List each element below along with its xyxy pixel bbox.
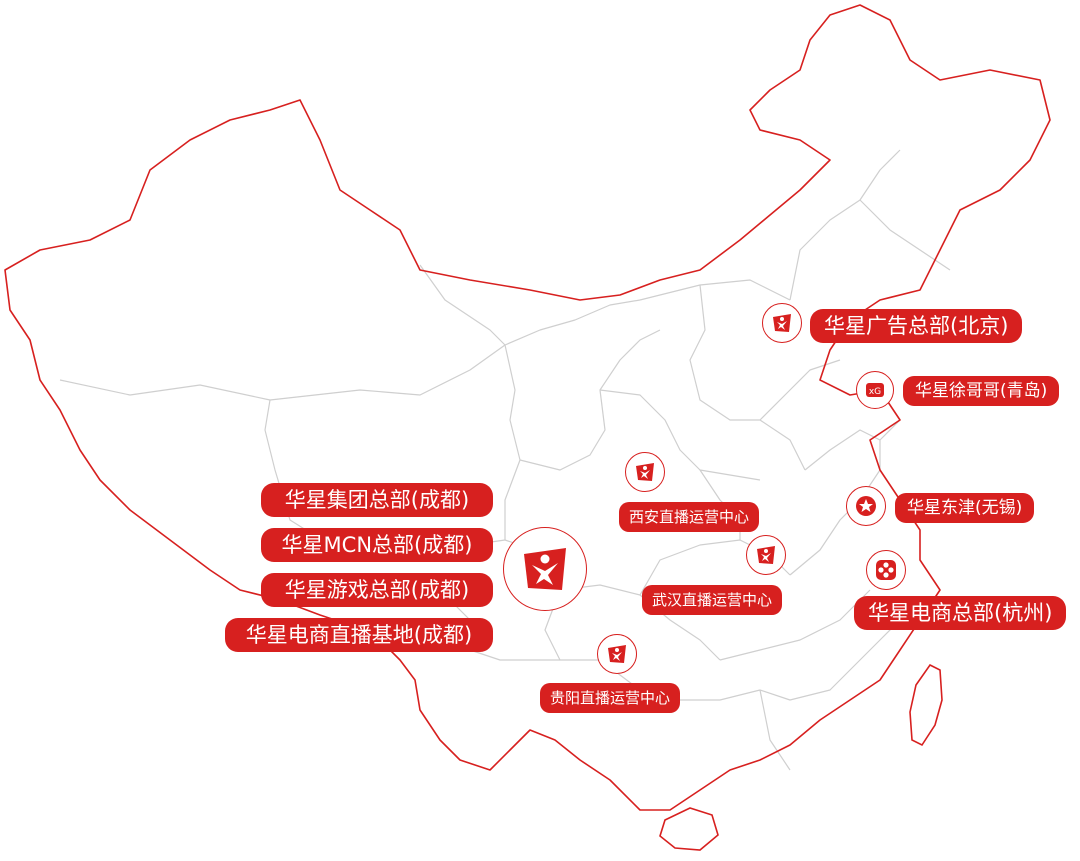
marker-beijing[interactable] [762,303,802,343]
flower-badge-icon [876,560,896,580]
xu-gege-logo-icon: xG [866,383,884,397]
marker-qingdao[interactable]: xG [856,371,894,409]
label-chengdu-game-hq[interactable]: 华星游戏总部(成都) [261,573,493,607]
marker-wuxi[interactable] [846,486,886,526]
label-chengdu-mcn-hq[interactable]: 华星MCN总部(成都) [261,528,493,562]
huaxing-logo-icon [773,314,791,332]
huaxing-logo-icon [636,463,654,481]
marker-chengdu[interactable] [503,527,587,611]
marker-xian[interactable] [625,452,665,492]
label-guiyang[interactable]: 贵阳直播运营中心 [540,683,681,713]
marker-guiyang[interactable] [597,634,637,674]
national-border [4,4,1051,811]
label-qingdao[interactable]: 华星徐哥哥(青岛) [903,376,1060,406]
hainan-island [659,807,719,851]
marker-hangzhou[interactable] [866,550,906,590]
svg-text:xG: xG [869,387,881,397]
huaxing-main-logo-icon [524,548,566,590]
label-wuxi[interactable]: 华星东津(无锡) [895,493,1035,523]
label-chengdu-group-hq[interactable]: 华星集团总部(成都) [261,483,493,517]
label-beijing[interactable]: 华星广告总部(北京) [810,309,1023,343]
label-xian[interactable]: 西安直播运营中心 [619,502,760,532]
huaxing-logo-icon [608,645,626,663]
label-hangzhou[interactable]: 华星电商总部(杭州) [854,596,1067,630]
marker-wuhan[interactable] [746,535,786,575]
huaxing-logo-icon [757,546,775,564]
taiwan-island [909,663,943,747]
label-wuhan[interactable]: 武汉直播运营中心 [642,585,783,615]
province-boundaries [59,149,951,771]
label-chengdu-ecommerce-base[interactable]: 华星电商直播基地(成都) [225,618,493,652]
star-badge-icon [856,496,876,516]
